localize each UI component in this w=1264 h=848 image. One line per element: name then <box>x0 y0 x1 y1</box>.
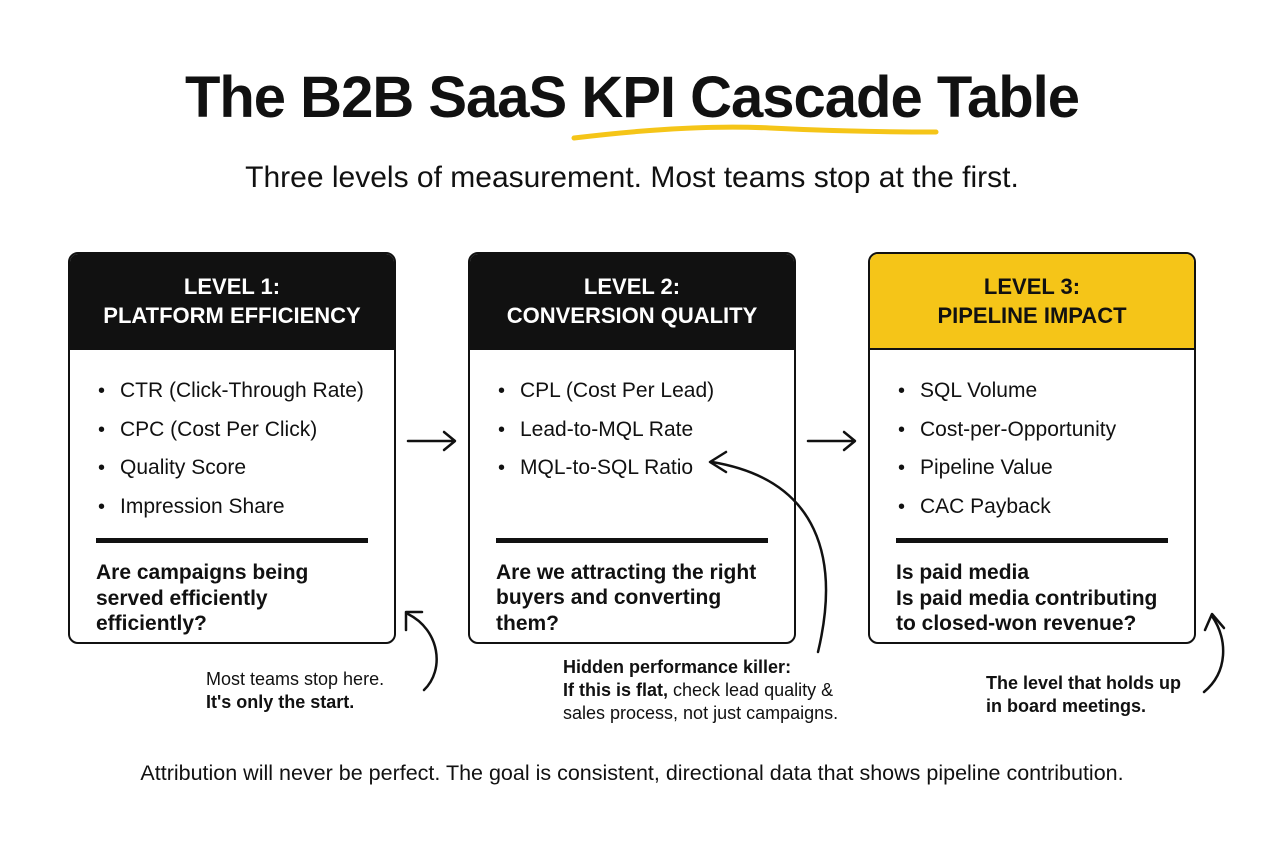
level-3-metrics: SQL Volume Cost-per-Opportunity Pipeline… <box>870 350 1194 526</box>
level-2-note-line3: sales process, not just campaigns. <box>563 703 839 723</box>
level-1-note: Most teams stop here. It's only the star… <box>206 668 384 714</box>
level-3-question-line1: Is paid media <box>896 561 1030 584</box>
level-3-question-line2: Is paid media contributing to closed-won… <box>896 586 1158 636</box>
level-2-number: LEVEL 2: <box>583 274 681 299</box>
level-1-header: LEVEL 1: PLATFORM EFFICIENCY <box>70 254 394 350</box>
level-3-note-line1: The level that holds up <box>986 673 1182 693</box>
level-2-header: LEVEL 2: CONVERSION QUALITY <box>470 254 794 350</box>
metric-item: CAC Payback <box>896 488 1194 527</box>
level-2-title: CONVERSION QUALITY <box>506 303 758 328</box>
metric-item: MQL-to-SQL Ratio <box>496 449 794 488</box>
arrow-right-icon <box>406 430 457 452</box>
level-1-divider <box>96 538 368 543</box>
metric-item: SQL Volume <box>896 372 1194 411</box>
level-1-question: Are campaigns being served efficiently e… <box>96 561 309 635</box>
level-1-title: PLATFORM EFFICIENCY <box>103 303 361 328</box>
level-2-note: Hidden performance killer: If this is fl… <box>563 656 838 725</box>
arrow-right-icon <box>806 430 857 452</box>
footer-note: Attribution will never be perfect. The g… <box>140 761 1124 785</box>
level-2-card: LEVEL 2: CONVERSION QUALITY CPL (Cost Pe… <box>468 252 796 644</box>
title-highlight-underline <box>571 124 939 141</box>
level-1-number: LEVEL 1: <box>183 274 281 299</box>
level-1-note-line2: It's only the start. <box>206 692 355 712</box>
metric-item: Impression Share <box>96 488 394 527</box>
level-3-note-line2: in board meetings. <box>986 696 1147 716</box>
metric-item: CTR (Click-Through Rate) <box>96 372 394 411</box>
level-3-note: The level that holds up in board meeting… <box>986 672 1181 718</box>
metric-item: Pipeline Value <box>896 449 1194 488</box>
level-2-metrics: CPL (Cost Per Lead) Lead-to-MQL Rate MQL… <box>470 350 794 488</box>
level-1-note-line1: Most teams stop here. <box>206 669 385 689</box>
page-subtitle: Three levels of measurement. Most teams … <box>245 161 1019 194</box>
level-1-card: LEVEL 1: PLATFORM EFFICIENCY CTR (Click-… <box>68 252 396 644</box>
level-3-header: LEVEL 3: PIPELINE IMPACT <box>870 254 1194 350</box>
metric-item: Lead-to-MQL Rate <box>496 411 794 450</box>
level-2-note-line2: If this is flat, check lead quality & <box>563 680 834 700</box>
metric-item: Quality Score <box>96 449 394 488</box>
metric-item: CPL (Cost Per Lead) <box>496 372 794 411</box>
level-3-card: LEVEL 3: PIPELINE IMPACT SQL Volume Cost… <box>868 252 1196 644</box>
page-title: The B2B SaaS KPI Cascade Table <box>184 65 1080 130</box>
level-3-title: PIPELINE IMPACT <box>937 303 1127 328</box>
level-2-question: Are we attracting the right buyers and c… <box>496 560 757 635</box>
level-3-divider <box>896 538 1168 543</box>
metric-item: Cost-per-Opportunity <box>896 411 1194 450</box>
level-2-note-line1: Hidden performance killer: <box>563 657 792 677</box>
level-2-divider <box>496 537 768 543</box>
metric-item: CPC (Cost Per Click) <box>96 411 394 450</box>
level-3-number: LEVEL 3: <box>983 274 1081 299</box>
level-3-question: Is paid media Is paid media contributing… <box>896 560 1170 637</box>
level-1-metrics: CTR (Click-Through Rate) CPC (Cost Per C… <box>70 350 394 526</box>
